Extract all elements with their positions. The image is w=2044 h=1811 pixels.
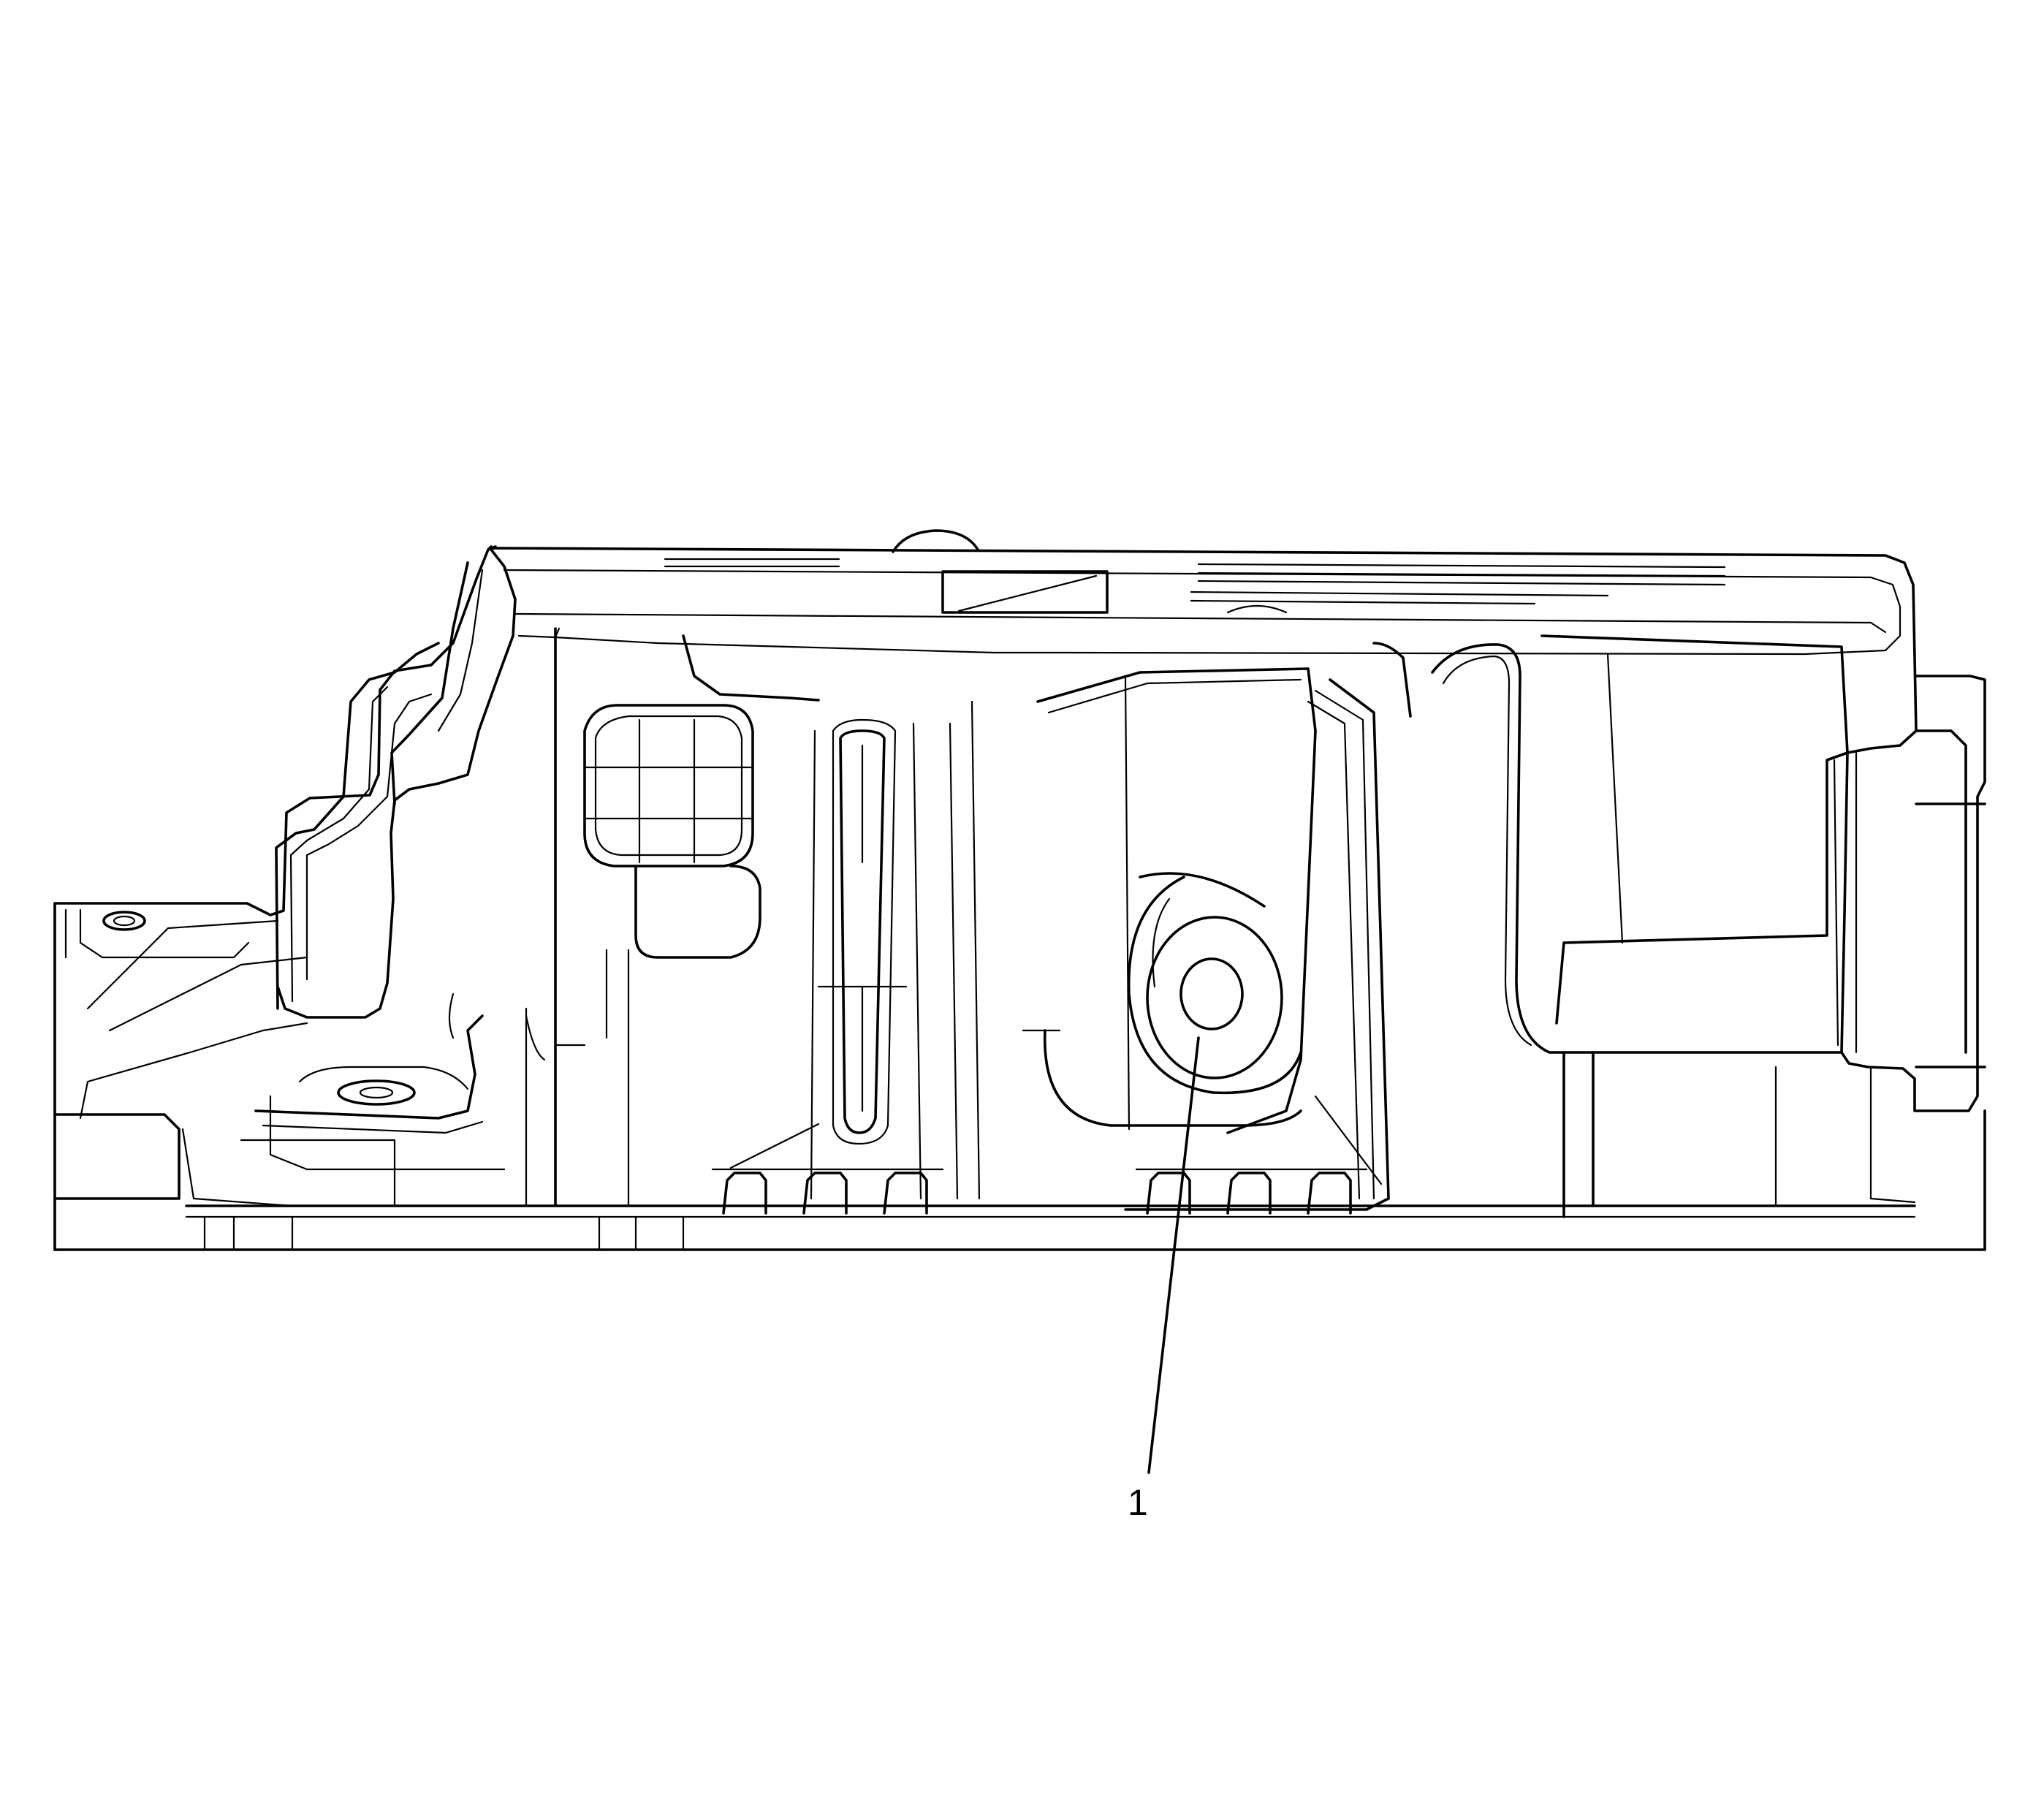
drain-plug-hole: [1179, 957, 1244, 1030]
oil-pan-outline: [53, 545, 1986, 1251]
callout-leader-line: [1147, 1036, 1200, 1474]
callout-1: [1147, 1036, 1200, 1474]
lower-left-section: [53, 985, 1916, 1251]
drain-plug-area: [970, 667, 1317, 1200]
left-window: [554, 627, 820, 1207]
drain-boss: [1146, 916, 1283, 1079]
bottom-ribs: [711, 1123, 1368, 1215]
center-slot: [810, 718, 959, 1200]
left-stepped-flange: [64, 561, 506, 1171]
top-flange: [276, 529, 1901, 1019]
inner-wall: [1124, 642, 1412, 1211]
right-chamber: [1431, 634, 1916, 1218]
